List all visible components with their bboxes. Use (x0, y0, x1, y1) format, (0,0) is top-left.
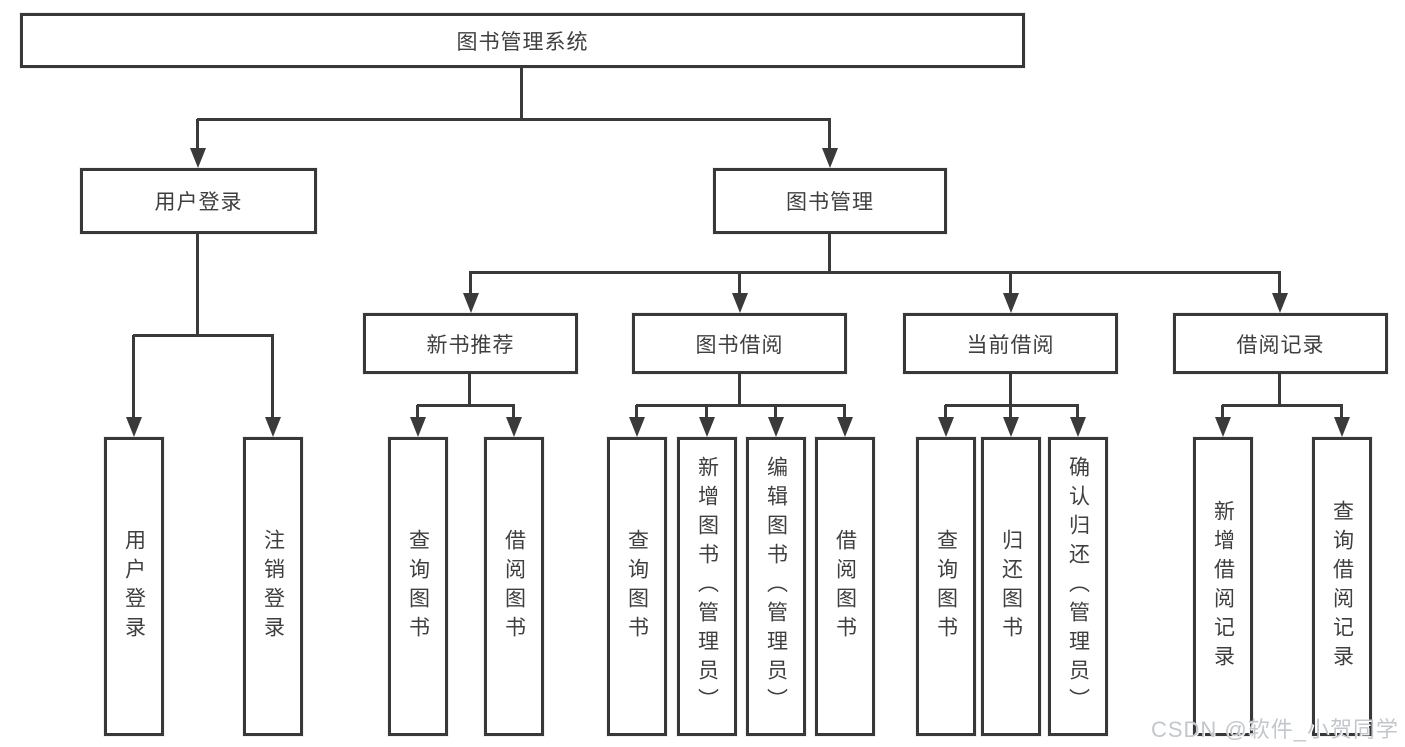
connector-line (520, 68, 523, 120)
leaf-confirm-return-admin: 确认归还（管理员） (1048, 437, 1108, 736)
leaf-label: 注销登录 (261, 528, 285, 645)
leaf-label: 新增借阅记录 (1211, 499, 1235, 674)
connector-arrowhead (410, 417, 426, 437)
leaf-label: 借阅图书 (833, 528, 857, 645)
connector-arrowhead (265, 417, 281, 437)
connector-arrowhead (1215, 417, 1231, 437)
leaf-label: 查询图书 (625, 528, 649, 645)
leaf-label: 借阅图书 (502, 528, 526, 645)
leaf-edit-books-admin: 编辑图书（管理员） (746, 437, 806, 736)
leaf-label: 归还图书 (999, 528, 1023, 645)
connector-line (738, 272, 741, 294)
connector-line (944, 405, 947, 419)
leaf-user-login: 用户登录 (104, 437, 164, 736)
node-book-borrowing: 图书借阅 (632, 313, 847, 374)
leaf-label: 新增图书（管理员） (695, 456, 719, 717)
connector-arrowhead (837, 417, 853, 437)
connector-line (133, 334, 274, 337)
node-current-borrowing: 当前借阅 (903, 313, 1118, 374)
node-label: 当前借阅 (966, 333, 1055, 357)
leaf-label: 确认归还（管理员） (1066, 456, 1090, 717)
leaf-label: 查询借阅记录 (1330, 499, 1354, 674)
connector-arrowhead (1003, 417, 1019, 437)
connector-line (197, 118, 831, 121)
connector-arrowhead (1003, 293, 1019, 313)
leaf-add-borrow-record: 新增借阅记录 (1193, 437, 1253, 736)
connector-arrowhead (768, 417, 784, 437)
connector-line (468, 374, 471, 406)
node-label: 图书管理 (786, 191, 874, 214)
connector-arrowhead (732, 293, 748, 313)
node-label: 借阅记录 (1236, 333, 1325, 357)
connector-line (738, 374, 741, 406)
connector-line (1009, 405, 1012, 419)
connector-arrowhead (938, 417, 954, 437)
connector-arrowhead (190, 148, 206, 168)
connector-line (1340, 405, 1343, 419)
connector-line (132, 335, 135, 418)
connector-line (636, 404, 846, 407)
connector-arrowhead (126, 417, 142, 437)
node-borrowing-records: 借阅记录 (1173, 313, 1388, 374)
leaf-query-borrow-record: 查询借阅记录 (1312, 437, 1372, 736)
leaf-label: 查询图书 (934, 528, 958, 645)
connector-arrowhead (629, 417, 645, 437)
connector-arrowhead (1272, 293, 1288, 313)
connector-arrowhead (506, 417, 522, 437)
connector-line (1278, 374, 1281, 406)
connector-arrowhead (699, 417, 715, 437)
connector-line (196, 234, 199, 336)
connector-line (469, 271, 1281, 274)
node-label: 用户登录 (154, 191, 243, 214)
leaf-add-books-admin: 新增图书（管理员） (677, 437, 737, 736)
leaf-borrow-books-borrowing: 借阅图书 (815, 437, 875, 736)
leaf-query-books-recommend: 查询图书 (388, 437, 448, 736)
connector-arrowhead (822, 148, 838, 168)
connector-line (416, 405, 419, 419)
connector-line (828, 119, 831, 150)
connector-line (1222, 404, 1343, 407)
node-label: 图书管理系统 (456, 30, 589, 54)
leaf-borrow-books-recommend: 借阅图书 (484, 437, 544, 736)
node-label: 图书借阅 (695, 333, 784, 357)
node-book-management: 图书管理 (713, 168, 947, 234)
connector-line (1009, 374, 1012, 406)
connector-line (774, 405, 777, 419)
connector-line (635, 405, 638, 419)
connector-line (1278, 272, 1281, 294)
connector-line (1221, 405, 1224, 419)
csdn-watermark: CSDN @软件_小贺同学 (1150, 717, 1399, 742)
connector-line (417, 404, 515, 407)
connector-line (1009, 272, 1012, 294)
connector-arrowhead (1334, 417, 1350, 437)
connector-line (705, 405, 708, 419)
node-label: 新书推荐 (426, 333, 515, 357)
connector-line (196, 119, 199, 150)
connector-line (843, 405, 846, 419)
leaf-query-books-borrowing: 查询图书 (607, 437, 667, 736)
connector-line (469, 272, 472, 294)
node-library-management-system: 图书管理系统 (20, 13, 1025, 68)
leaf-query-books-current: 查询图书 (916, 437, 976, 736)
leaf-label: 编辑图书（管理员） (764, 456, 788, 717)
leaf-logout: 注销登录 (243, 437, 303, 736)
leaf-return-books: 归还图书 (981, 437, 1041, 736)
connector-line (1076, 405, 1079, 419)
connector-line (271, 335, 274, 418)
leaf-label: 用户登录 (122, 528, 146, 645)
node-new-book-recommendation: 新书推荐 (363, 313, 578, 374)
node-user-login: 用户登录 (80, 168, 317, 234)
connector-arrowhead (463, 293, 479, 313)
connector-arrowhead (1070, 417, 1086, 437)
connector-line (945, 404, 1079, 407)
leaf-label: 查询图书 (406, 528, 430, 645)
connector-line (512, 405, 515, 419)
connector-line (828, 234, 831, 273)
